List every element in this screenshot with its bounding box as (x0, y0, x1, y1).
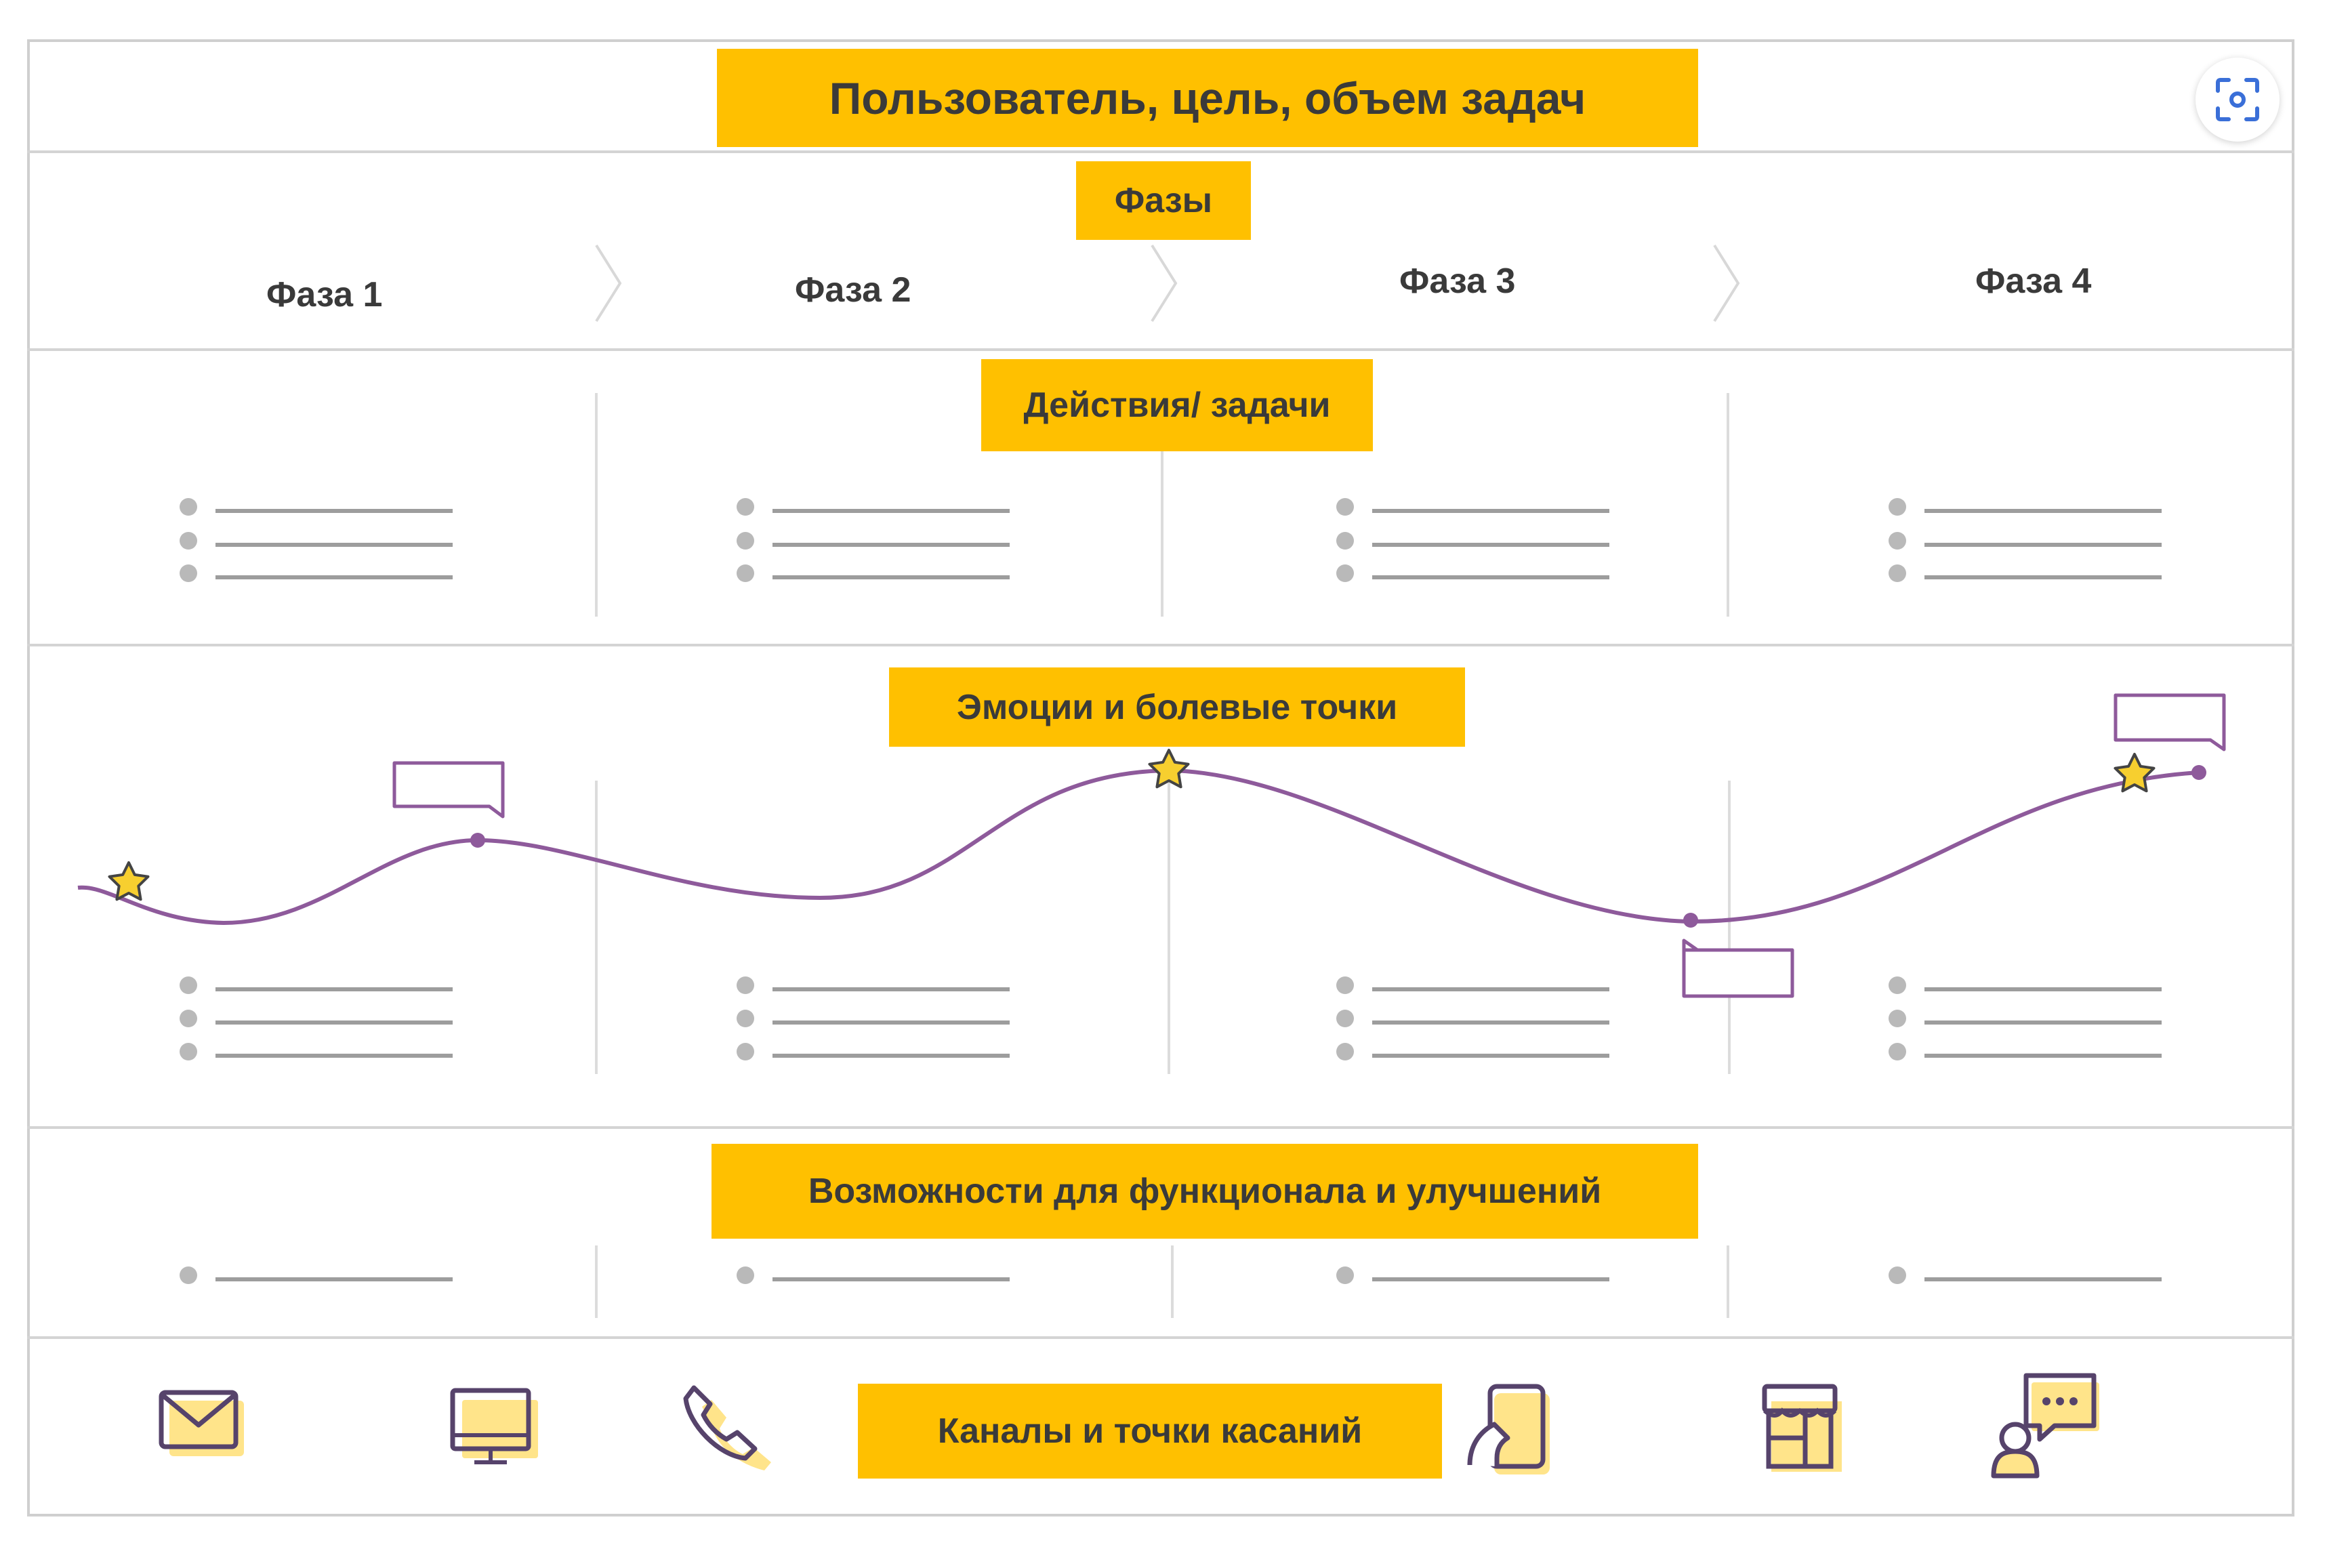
bullet-dot (1336, 498, 1354, 516)
bullet-dot (1889, 1010, 1906, 1027)
bullet-dot (180, 1043, 197, 1060)
bullet-dot (737, 976, 754, 994)
bullet-dot (737, 498, 754, 516)
bullet-dot (180, 976, 197, 994)
curve-dot (470, 833, 485, 848)
channels-section-label: Каналы и точки касаний (858, 1384, 1442, 1479)
row-divider-emotions (27, 1126, 2294, 1129)
bullet-dot (737, 532, 754, 550)
bullet-dot (1336, 976, 1354, 994)
bullet-dot (1889, 1043, 1906, 1060)
bullet-dot (180, 532, 197, 550)
bullet-dot (1889, 532, 1906, 550)
mobile-icon (1467, 1384, 1550, 1474)
bullet-dot (1336, 1043, 1354, 1060)
bullet-dot (737, 1266, 754, 1284)
curve-dot (2191, 765, 2206, 780)
emotions-section-label: Эмоции и болевые точки (889, 667, 1465, 747)
star-icon (1148, 749, 1190, 789)
phase-label: Фаза 2 (795, 270, 911, 310)
comment-bubble-icon (1682, 938, 1794, 998)
screenshot-scan-button[interactable] (2196, 58, 2280, 142)
bullet-dot (737, 1043, 754, 1060)
row-divider-actions (27, 644, 2294, 646)
header-title: Пользователь, цель, объем задач (717, 49, 1698, 147)
bullet-dot (180, 564, 197, 582)
bullet-dot (737, 1010, 754, 1027)
opportunities-section-label: Возможности для функционала и улучшений (712, 1144, 1698, 1239)
bullet-dot (737, 564, 754, 582)
chat-support-icon (1991, 1373, 2099, 1479)
bullet-dot (1336, 1010, 1354, 1027)
phase-label: Фаза 3 (1399, 262, 1516, 301)
bullet-dot (1889, 564, 1906, 582)
bullet-dot (1889, 976, 1906, 994)
scan-icon (2216, 78, 2259, 121)
curve-dot (1683, 913, 1698, 928)
desktop-icon (450, 1388, 538, 1464)
phase-chevrons (595, 244, 1740, 323)
mail-icon (159, 1390, 244, 1456)
bullet-dot (180, 498, 197, 516)
emotion-curve (77, 768, 2200, 926)
bullet-dot (180, 1010, 197, 1027)
bullet-dot (1889, 1266, 1906, 1284)
row-divider-header (27, 150, 2294, 153)
store-icon (1762, 1384, 1842, 1472)
phase-label: Фаза 1 (266, 275, 383, 314)
column-dividers (595, 393, 1731, 1318)
star-icon (2114, 753, 2156, 793)
bullet-list-group (180, 498, 2162, 1284)
comment-bubble-icon (2114, 693, 2226, 751)
row-divider-phases (27, 348, 2294, 351)
bullet-dot (1889, 498, 1906, 516)
bullet-dot (1336, 564, 1354, 582)
phase-label: Фаза 4 (1975, 262, 2092, 301)
phone-icon (683, 1385, 771, 1470)
phases-title: Фазы (1076, 161, 1251, 240)
comment-bubble-icon (392, 761, 505, 819)
actions-section-label: Действия/ задачи (981, 359, 1373, 451)
bullet-dot (180, 1266, 197, 1284)
star-icon (108, 861, 150, 901)
bullet-dot (1336, 532, 1354, 550)
row-divider-opportunities (27, 1336, 2294, 1339)
bullet-dot (1336, 1266, 1354, 1284)
